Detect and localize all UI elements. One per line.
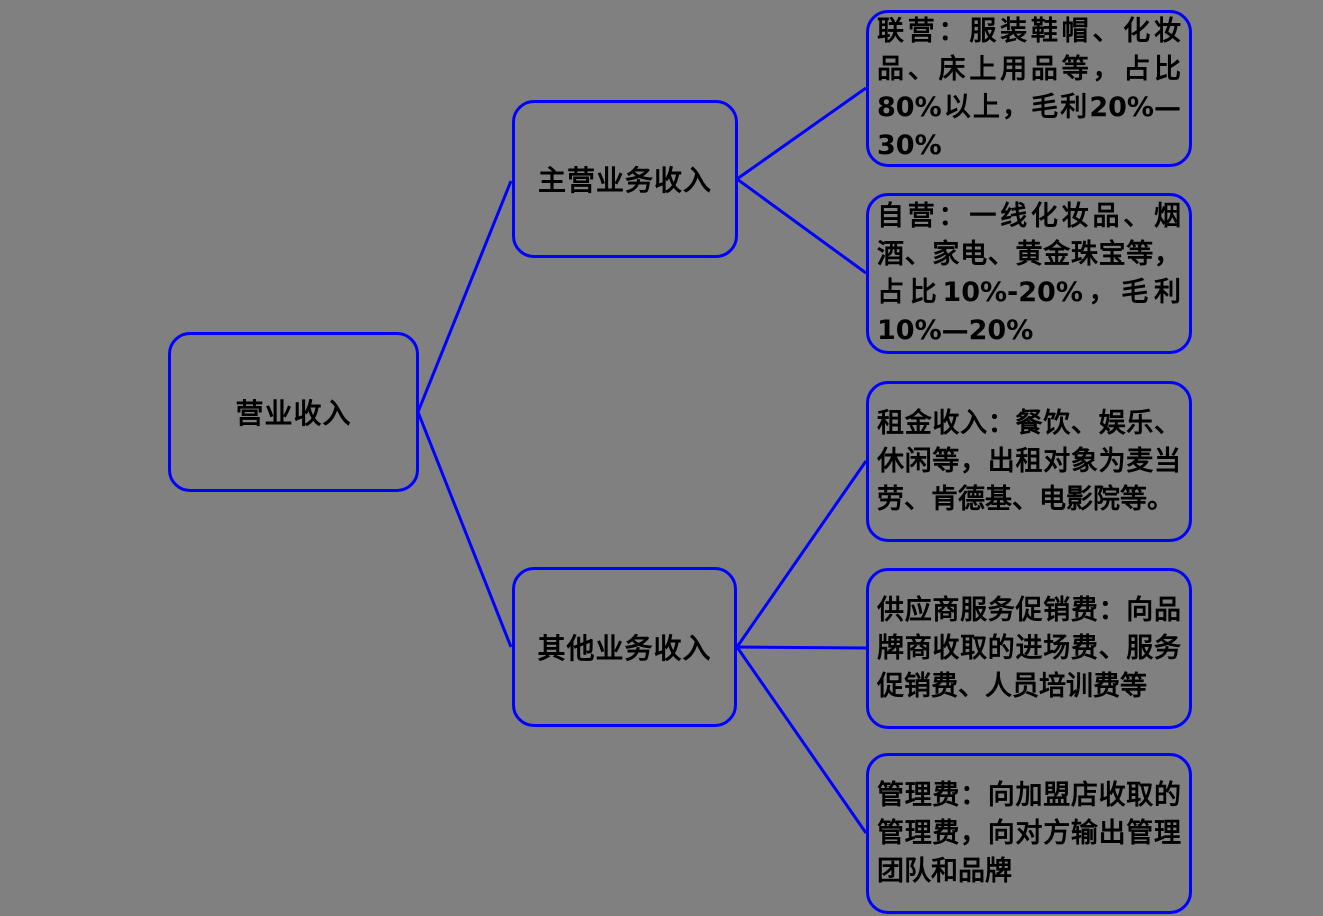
node-self-operation-detail-text: 自营：一线化妆品、烟酒、家电、黄金珠宝等，占比10%-20%，毛利10%—20%	[877, 200, 1181, 346]
node-supplier-service-fee-detail: 供应商服务促销费：向品牌商收取的进场费、服务促销费、人员培训费等	[866, 568, 1192, 729]
edge-root-other	[416, 411, 513, 648]
edge-main-leaf0	[736, 86, 867, 181]
node-joint-operation-detail: 联营：服装鞋帽、化妆品、床上用品等，占比80%以上，毛利20%—30%	[866, 10, 1192, 167]
node-other-business-revenue: 其他业务收入	[512, 567, 737, 727]
node-self-operation-detail: 自营：一线化妆品、烟酒、家电、黄金珠宝等，占比10%-20%，毛利10%—20%	[866, 193, 1192, 354]
node-main-business-revenue-label: 主营业务收入	[537, 164, 712, 197]
node-joint-operation-detail-text: 联营：服装鞋帽、化妆品、床上用品等，占比80%以上，毛利20%—30%	[877, 15, 1181, 161]
edge-other-leaf4	[735, 646, 868, 834]
node-operating-revenue-label: 营业收入	[235, 397, 352, 430]
node-management-fee-detail: 管理费：向加盟店收取的管理费，向对方输出管理团队和品牌	[866, 753, 1192, 914]
edge-root-main	[416, 180, 513, 413]
edge-other-leaf2	[735, 460, 868, 648]
node-rental-income-detail-text: 租金收入：餐饮、娱乐、休闲等，出租对象为麦当劳、肯德基、电影院等。	[877, 407, 1181, 515]
node-rental-income-detail: 租金收入：餐饮、娱乐、休闲等，出租对象为麦当劳、肯德基、电影院等。	[866, 381, 1192, 542]
node-supplier-service-fee-detail-text: 供应商服务促销费：向品牌商收取的进场费、服务促销费、人员培训费等	[877, 594, 1181, 702]
node-other-business-revenue-label: 其他业务收入	[537, 632, 712, 665]
edge-main-leaf1	[736, 177, 867, 275]
node-operating-revenue: 营业收入	[168, 332, 419, 492]
edge-other-leaf3	[736, 645, 867, 650]
node-main-business-revenue: 主营业务收入	[512, 100, 738, 258]
node-management-fee-detail-text: 管理费：向加盟店收取的管理费，向对方输出管理团队和品牌	[877, 779, 1181, 887]
